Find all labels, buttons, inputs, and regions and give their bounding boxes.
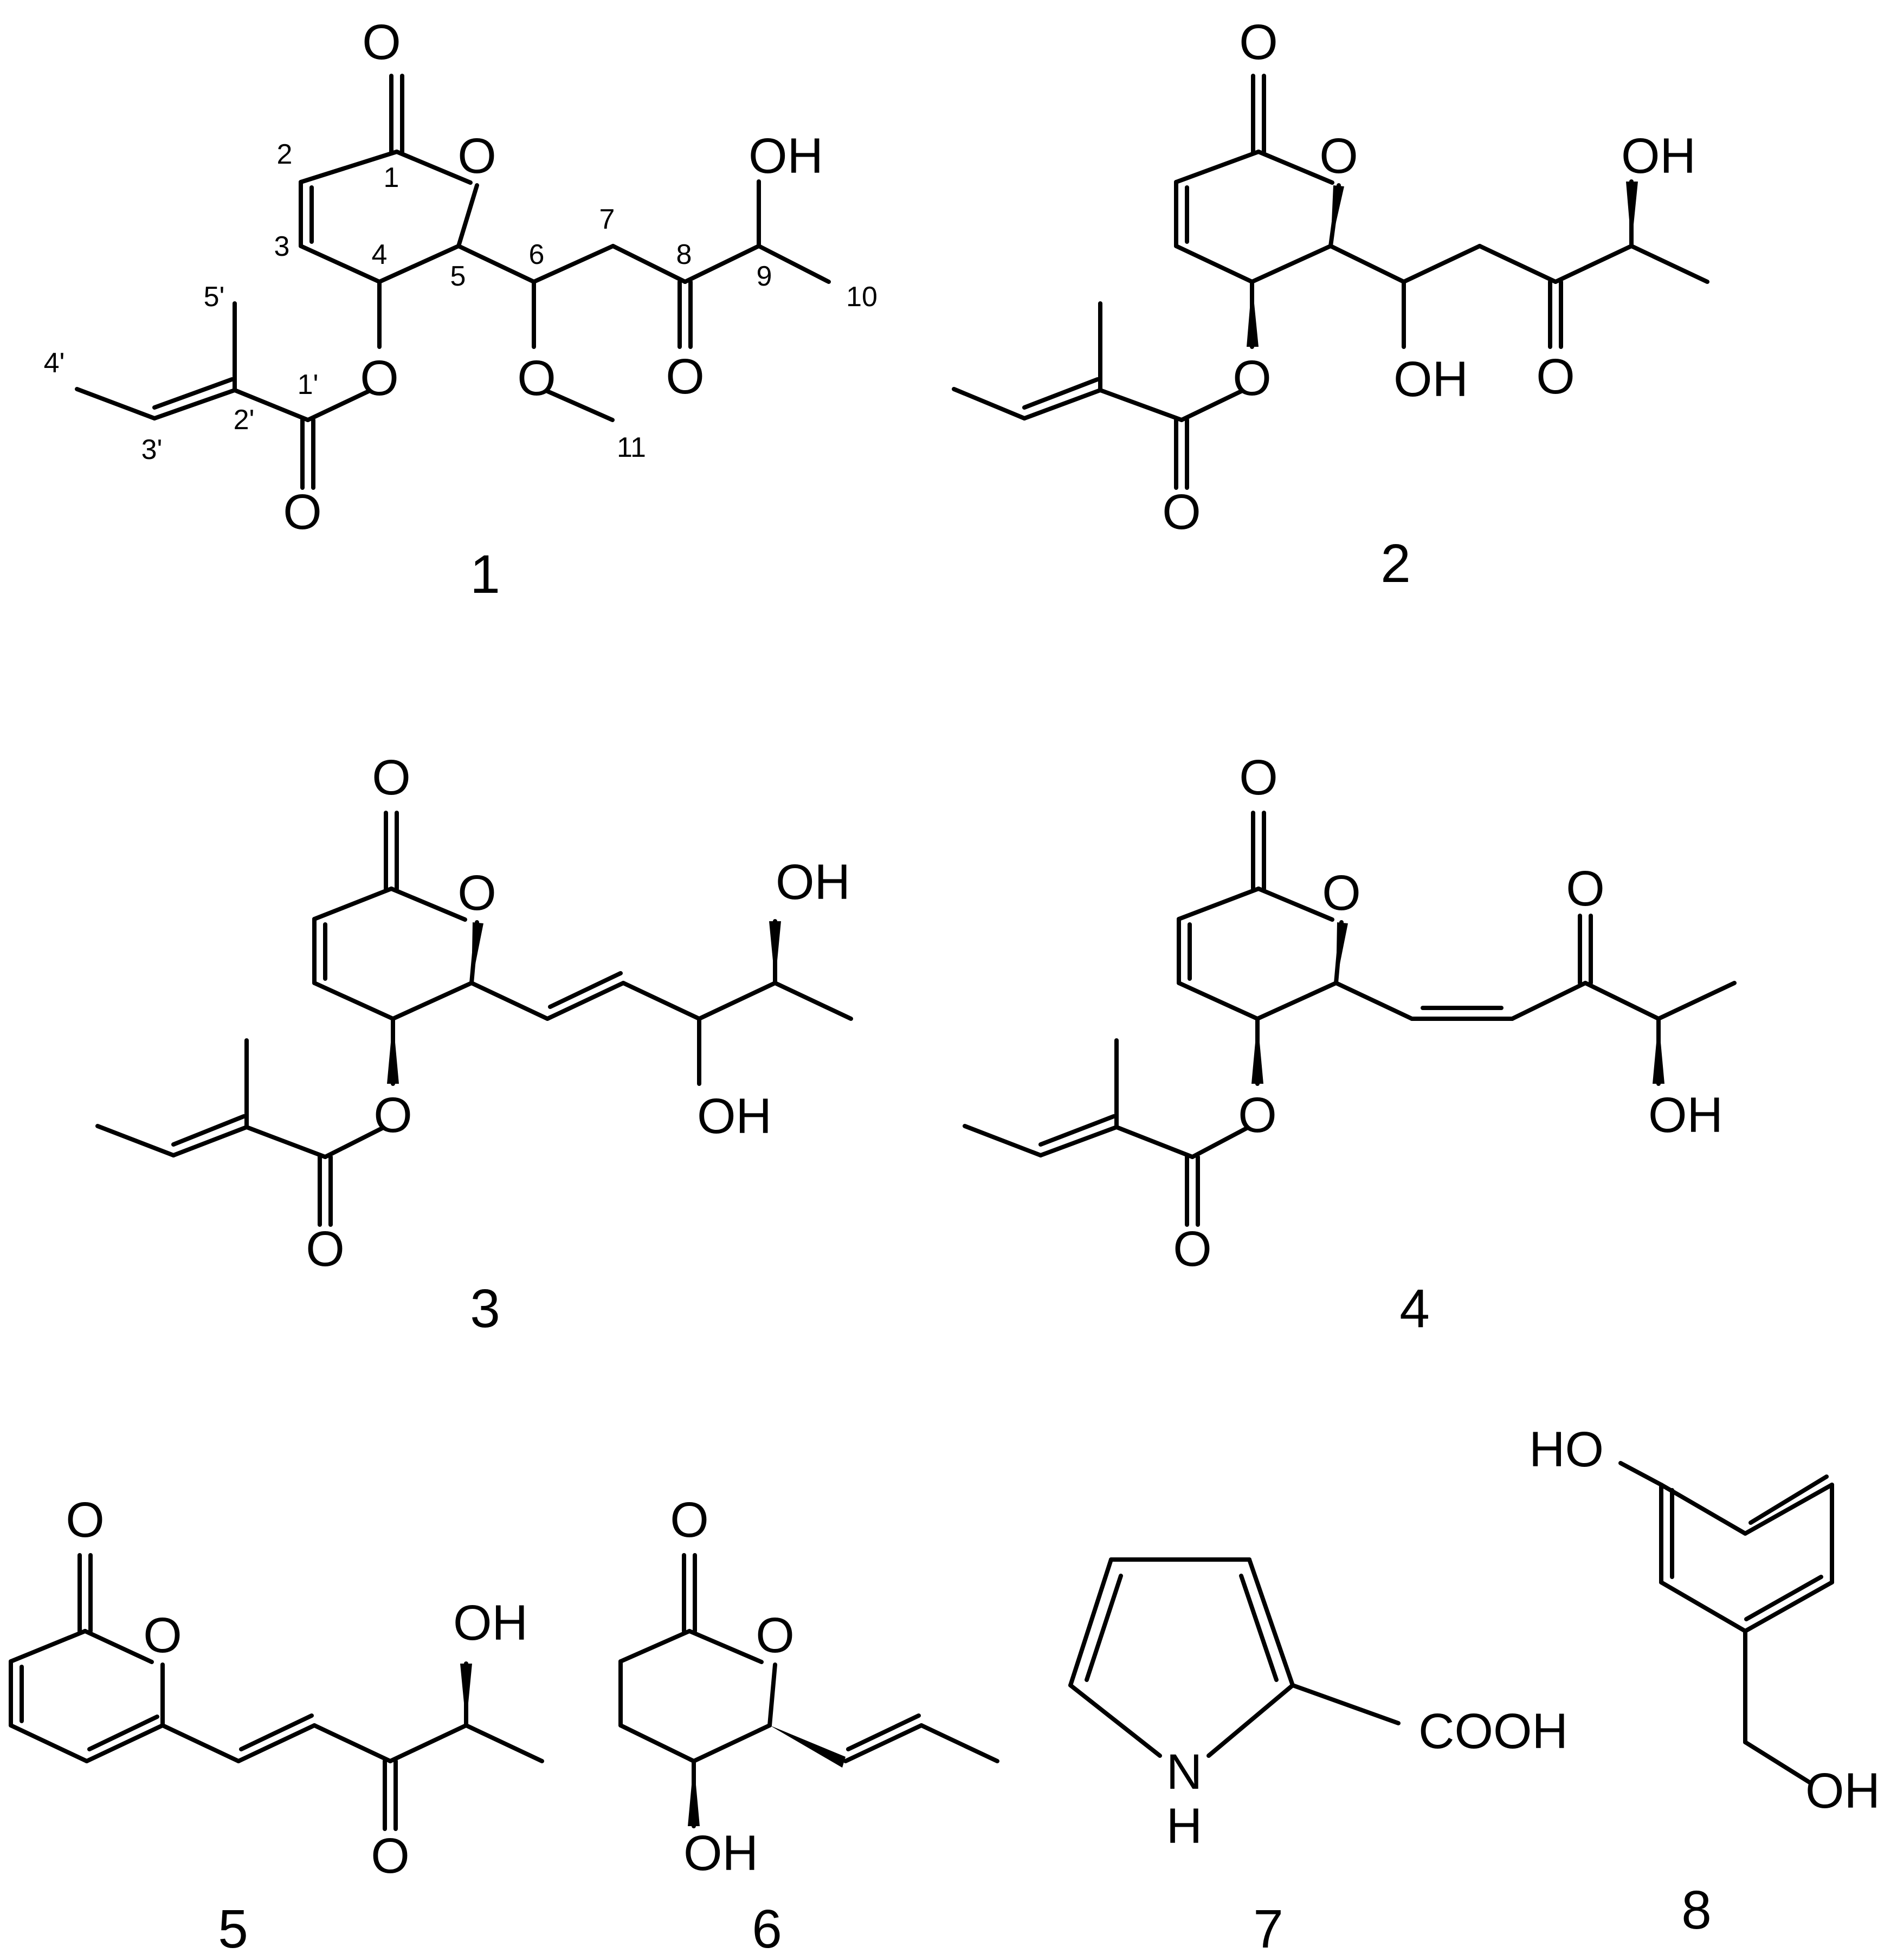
compound-1-num-c3: 3 [274, 231, 290, 262]
compound-2-ketone-o: O [1536, 349, 1575, 404]
compound-8-id: 8 [1681, 1880, 1712, 1940]
compound-4-ester-carbonyl-o: O [1173, 1221, 1212, 1277]
compound-3-wedge-c9 [769, 921, 781, 983]
compound-6-bonds [618, 1553, 999, 1828]
compound-3-wedge-c4 [387, 1019, 399, 1084]
compound-6-labels: O O OH 6 [670, 1492, 795, 1959]
compound-5-carbonyl-o: O [66, 1492, 105, 1548]
compound-4-ketone-o: O [1566, 861, 1605, 916]
compound-1-labels: O O OH O O O O 1 2 3 4 5 6 7 8 9 10 11 1… [44, 15, 877, 605]
compound-7-n: N [1166, 1744, 1202, 1800]
compound-3-oh-a: OH [776, 855, 850, 910]
compound-8-bonds [1618, 1461, 1834, 1785]
compound-1-num-c8: 8 [676, 239, 692, 270]
compound-1-oh: OH [749, 128, 823, 184]
compound-1-bonds [75, 74, 831, 490]
compound-3-bonds [95, 811, 853, 1227]
compound-1-num-c4p: 4' [44, 347, 65, 379]
compound-4-ring-o: O [1322, 865, 1361, 921]
compound-1-methoxy-o: O [517, 351, 556, 406]
compound-1-carbonyl-o: O [362, 15, 401, 70]
compound-1-id: 1 [470, 544, 500, 605]
compound-1-num-c9: 9 [757, 261, 772, 292]
compound-3-ester-carbonyl-o: O [306, 1221, 345, 1277]
compound-2-wedge-c4 [1247, 282, 1259, 347]
compound-2-labels: O O OH O OH O O 2 [1162, 15, 1696, 594]
compound-2-ester-carbonyl-o: O [1162, 484, 1201, 540]
compound-4-wedge-c5 [1336, 922, 1348, 983]
compound-5-oh: OH [453, 1595, 528, 1651]
compound-3-carbonyl-o: O [372, 750, 411, 805]
compound-4-id: 4 [1399, 1278, 1430, 1339]
compound-4-oh: OH [1648, 1088, 1723, 1143]
compound-6-id: 6 [752, 1899, 782, 1959]
compound-7-id: 7 [1253, 1899, 1283, 1959]
compound-5-id: 5 [218, 1899, 248, 1959]
compound-1-ester-carbonyl-o: O [283, 484, 322, 540]
compound-1-ester-o: O [360, 351, 399, 406]
compound-2-oh-6: OH [1393, 352, 1468, 407]
compound-7-labels: N H COOH 7 [1166, 1704, 1568, 1959]
compound-7-h: H [1166, 1799, 1202, 1854]
stereo-wedges [387, 182, 1664, 1826]
compound-8-ho: HO [1529, 1422, 1604, 1477]
compound-1-num-c5p: 5' [204, 281, 225, 313]
compound-1-num-c5: 5 [450, 261, 466, 292]
compound-2-ester-o: O [1233, 351, 1272, 406]
compound-5-ketone-o: O [371, 1828, 410, 1884]
compound-7-bonds [1068, 1557, 1401, 1758]
compound-4-ester-o: O [1238, 1088, 1277, 1143]
compound-3-labels: O O OH O OH O 3 [306, 750, 850, 1339]
compound-2-id: 2 [1380, 533, 1411, 594]
compound-5-bonds [9, 1553, 544, 1831]
compound-1-num-c2: 2 [277, 139, 293, 170]
compound-2-carbonyl-o: O [1239, 15, 1278, 70]
compound-7-cooh: COOH [1418, 1704, 1568, 1759]
compound-6-wedge-propenyl [770, 1725, 846, 1768]
compound-1-num-c6: 6 [529, 239, 545, 270]
compound-4-wedge-c4 [1251, 1019, 1263, 1084]
compound-4-carbonyl-o: O [1239, 750, 1278, 805]
compound-6-oh: OH [683, 1826, 758, 1881]
compound-3-oh-b: OH [697, 1089, 772, 1144]
compound-6-ring-o: O [756, 1608, 795, 1663]
compound-1-num-c3p: 3' [141, 434, 163, 465]
compound-4-labels: O O O O OH O 4 [1173, 750, 1723, 1339]
compound-6-wedge-oh [688, 1761, 700, 1826]
compound-2-ring-o: O [1319, 128, 1358, 184]
compound-3-ester-o: O [373, 1088, 412, 1143]
compound-1-num-c11: 11 [617, 432, 646, 463]
compound-1-ketone-o: O [666, 349, 705, 404]
compound-5-wedge [460, 1664, 472, 1725]
compound-5-labels: O O OH O 5 [66, 1492, 528, 1959]
compound-1-num-c1: 1 [384, 162, 399, 193]
compound-1-num-c1p: 1' [298, 369, 319, 400]
compound-1-num-c10: 10 [846, 281, 877, 313]
compound-1-num-c4: 4 [372, 239, 388, 270]
compound-6-carbonyl-o: O [670, 1492, 709, 1548]
compound-1-num-c7: 7 [599, 204, 615, 235]
compound-3-wedge-c5 [472, 922, 483, 983]
compound-1-num-c2p: 2' [234, 404, 255, 436]
compound-4-wedge-c9 [1653, 1019, 1664, 1084]
compound-2-wedge-c9 [1626, 182, 1638, 246]
compound-8-labels: HO OH 8 [1529, 1422, 1880, 1940]
compound-3-id: 3 [470, 1278, 500, 1339]
compound-8-oh: OH [1805, 1763, 1880, 1819]
compound-1-ring-o: O [457, 128, 496, 184]
compound-2-oh-9: OH [1621, 128, 1696, 184]
compound-4-bonds [963, 811, 1737, 1227]
compound-3-ring-o: O [457, 865, 496, 921]
compound-2-wedge-c5 [1331, 185, 1344, 246]
compound-5-ring-o: O [143, 1608, 182, 1663]
